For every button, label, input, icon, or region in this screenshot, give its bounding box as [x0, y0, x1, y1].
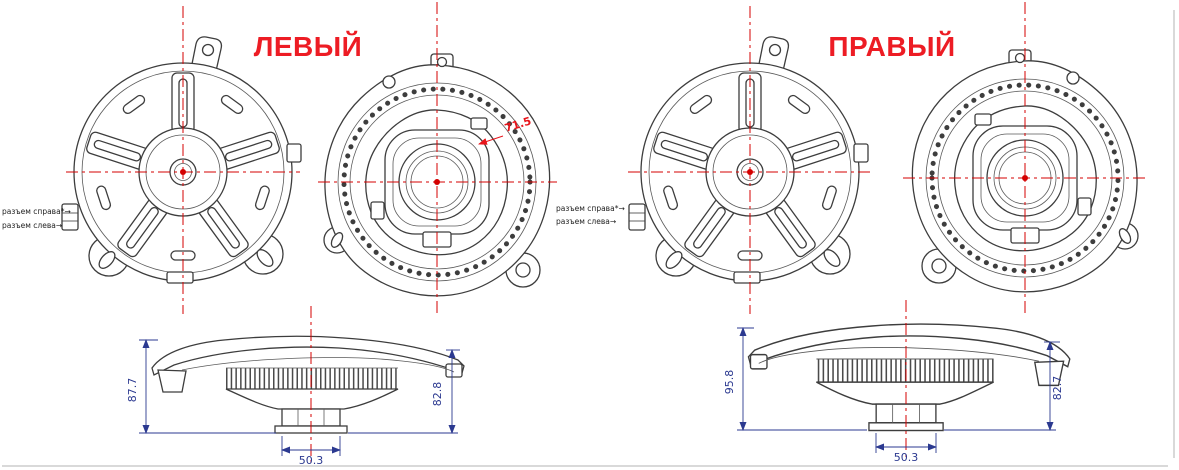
- page-border: [2, 10, 1175, 467]
- right-rear-view: [628, 36, 869, 284]
- left-connector-note-right: разъем справа*→: [2, 207, 71, 216]
- leader-line: [478, 135, 504, 145]
- right-title: ПРАВЫЙ: [828, 30, 955, 62]
- left-profile-dimensions: 87.7 82.8 50.3: [126, 339, 460, 467]
- dim-base-width: 50.3: [894, 451, 919, 464]
- right-connector-note-right: разъем справа*→: [556, 204, 625, 213]
- dim-height-right: 82.7: [1051, 376, 1064, 401]
- center-dot: [747, 169, 753, 175]
- left-title: ЛЕВЫЙ: [254, 30, 363, 62]
- left-rear-view: [61, 36, 302, 284]
- dim-base-width: 50.3: [299, 454, 324, 467]
- dim-height-left: 95.8: [723, 370, 736, 395]
- dim-height-left: 87.7: [126, 378, 139, 403]
- right-profile-view: [748, 324, 1069, 430]
- center-dot: [434, 179, 440, 185]
- left-connector-note-left: разъем слева→: [2, 221, 62, 230]
- right-connector-note-left: разъем слева→: [556, 217, 616, 226]
- left-profile-view: [152, 336, 464, 433]
- right-profile-dimensions: 95.8 82.7 50.3: [723, 327, 1064, 464]
- center-dot: [180, 169, 186, 175]
- centerlines: [66, 2, 1148, 464]
- center-dot: [1022, 175, 1028, 181]
- dim-height-right: 82.8: [431, 382, 444, 407]
